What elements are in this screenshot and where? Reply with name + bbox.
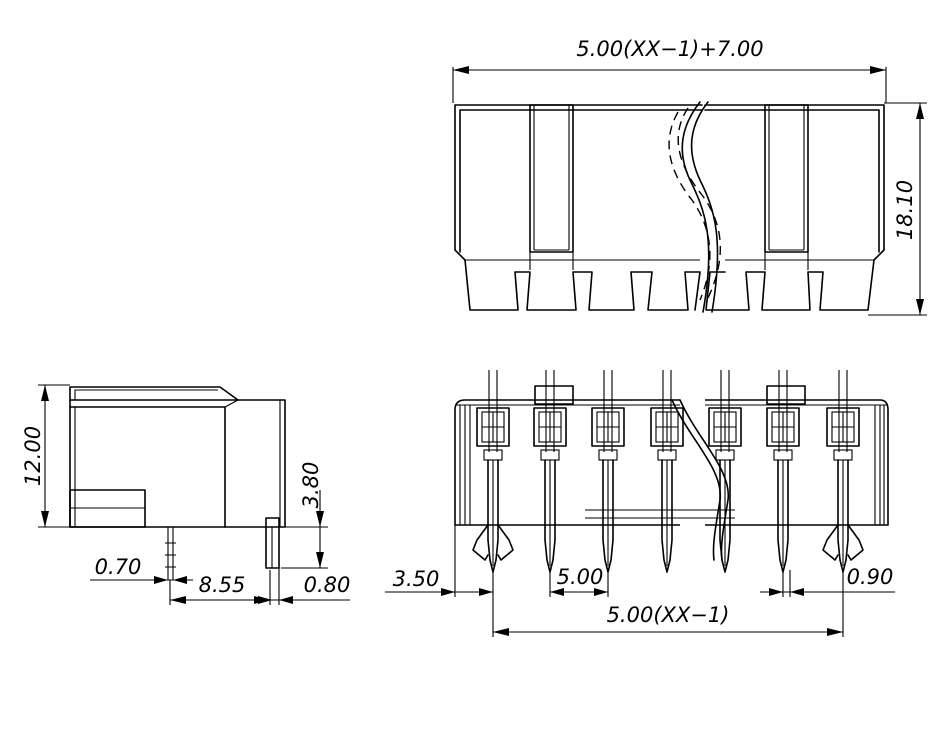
dim-depth: 8.55 [169, 570, 271, 605]
dim-top-width: 5.00(XX−1)+7.00 [452, 37, 887, 103]
terminal-pin [650, 370, 684, 573]
dim-pin-width-front: 0.90 [760, 565, 895, 597]
dim-edge-offset: 3.50 [385, 525, 494, 597]
dim-pin-offset-side-label: 0.80 [304, 573, 351, 597]
dim-bottom-span: 5.00(XX−1) [492, 570, 844, 637]
dim-height-side-label: 12.00 [21, 426, 45, 486]
dim-height-top: 18.10 [868, 102, 927, 316]
dim-pitch-label: 5.00 [557, 565, 604, 589]
dim-pin-height-label: 3.80 [299, 462, 323, 509]
dim-pin-width-front-label: 0.90 [847, 565, 894, 589]
dim-height-top-label: 18.10 [893, 180, 917, 240]
dim-height-side: 12.00 [21, 384, 70, 528]
dim-edge-offset-label: 3.50 [393, 567, 440, 591]
front-view [454, 370, 889, 573]
top-view [454, 101, 885, 313]
dim-pin-width-side-label: 0.70 [95, 555, 142, 579]
dim-depth-label: 8.55 [199, 573, 246, 597]
dim-pin-width-side: 0.70 [90, 555, 193, 584]
dim-bottom-span-label: 5.00(XX−1) [607, 603, 730, 627]
dim-top-width-label: 5.00(XX−1)+7.00 [576, 37, 763, 61]
side-view [69, 386, 286, 580]
dim-pitch: 5.00 [549, 565, 609, 597]
dim-pin-height: 3.80 [281, 462, 328, 569]
dim-pin-offset-side: 0.80 [250, 568, 350, 605]
